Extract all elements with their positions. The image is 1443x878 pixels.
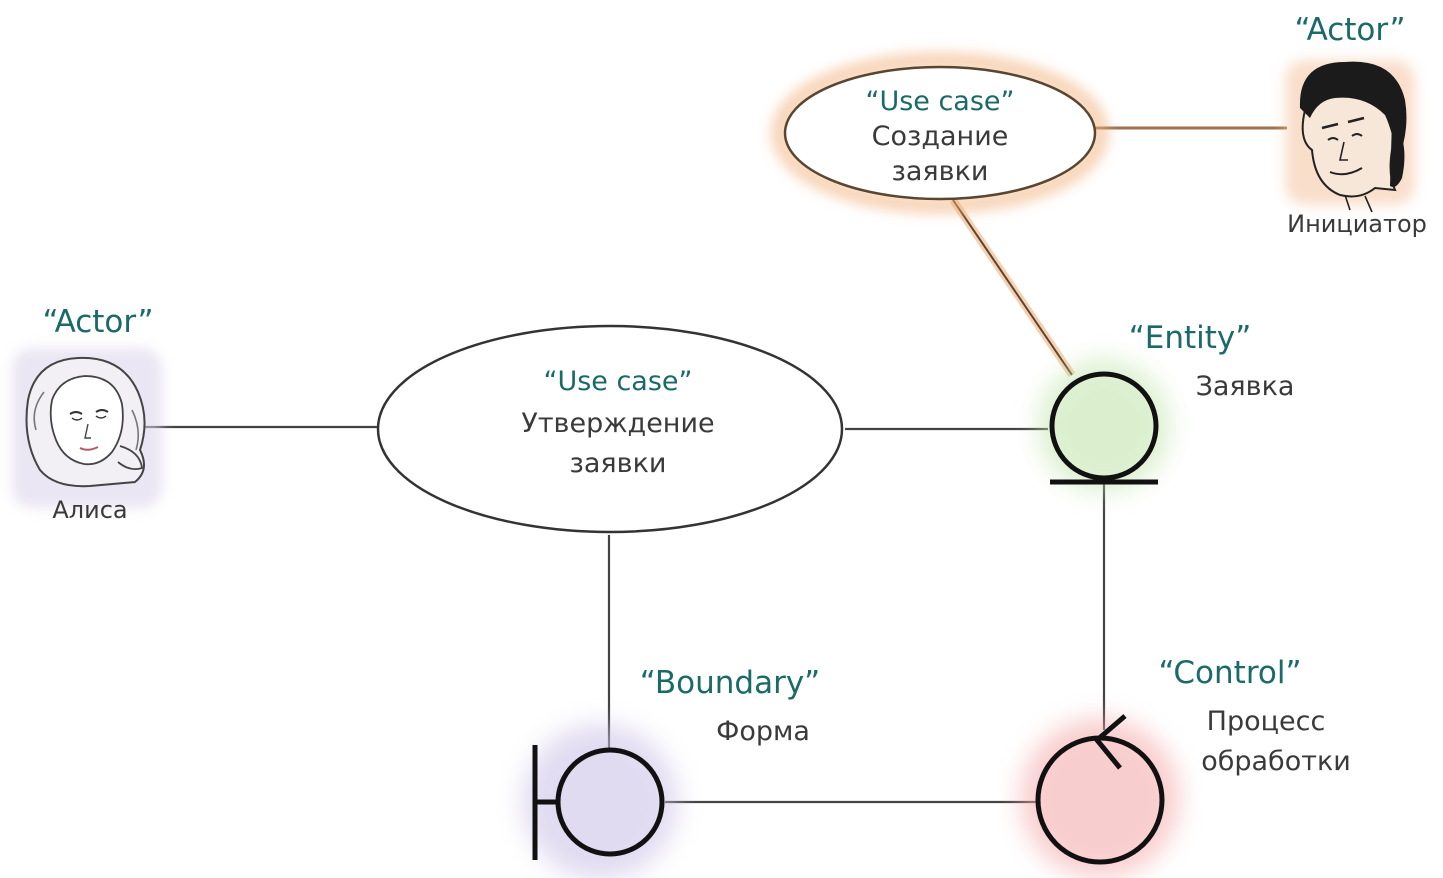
- control-icon: [1020, 714, 1180, 878]
- use-case-approve-line1: Утверждение: [521, 408, 714, 439]
- use-case-approve-stereotype: “Use case”: [543, 366, 692, 397]
- control-stereotype: “Control”: [1158, 655, 1301, 691]
- entity-stereotype: “Entity”: [1129, 320, 1252, 356]
- actor-alice-stereotype: “Actor”: [43, 304, 154, 340]
- actor-alice-name: Алиса: [52, 496, 127, 524]
- use-case-approve-line2: заявки: [570, 448, 667, 479]
- male-actor-portrait-icon: [1299, 61, 1407, 213]
- use-case-create-stereotype: “Use case”: [865, 86, 1014, 117]
- connector-usecase1-entity: [952, 199, 1073, 376]
- use-case-create-request: “Use case” Создание заявки: [771, 52, 1109, 214]
- use-case-create-line1: Создание: [872, 121, 1009, 152]
- control-process: “Control” Процесс обработки: [1020, 655, 1351, 878]
- female-actor-portrait-icon: [25, 356, 146, 488]
- use-case-create-line2: заявки: [892, 156, 989, 187]
- actor-alice: “Actor” Алиса: [12, 304, 162, 524]
- actor-initiator-stereotype: “Actor”: [1295, 12, 1406, 48]
- entity-request: “Entity” Заявка: [1038, 320, 1294, 492]
- control-line1: Процесс: [1207, 706, 1326, 737]
- use-case-approve-request: “Use case” Утверждение заявки: [376, 324, 844, 534]
- boundary-stereotype: “Boundary”: [640, 665, 820, 701]
- boundary-icon: [522, 724, 678, 878]
- control-line2: обработки: [1201, 746, 1351, 777]
- entity-name: Заявка: [1196, 371, 1295, 402]
- actor-initiator-name: Инициатор: [1287, 210, 1427, 238]
- boundary-form: “Boundary” Форма: [522, 665, 820, 878]
- actor-initiator: “Actor” Инициатор: [1285, 12, 1427, 238]
- entity-icon: [1038, 360, 1170, 492]
- boundary-name: Форма: [716, 716, 810, 747]
